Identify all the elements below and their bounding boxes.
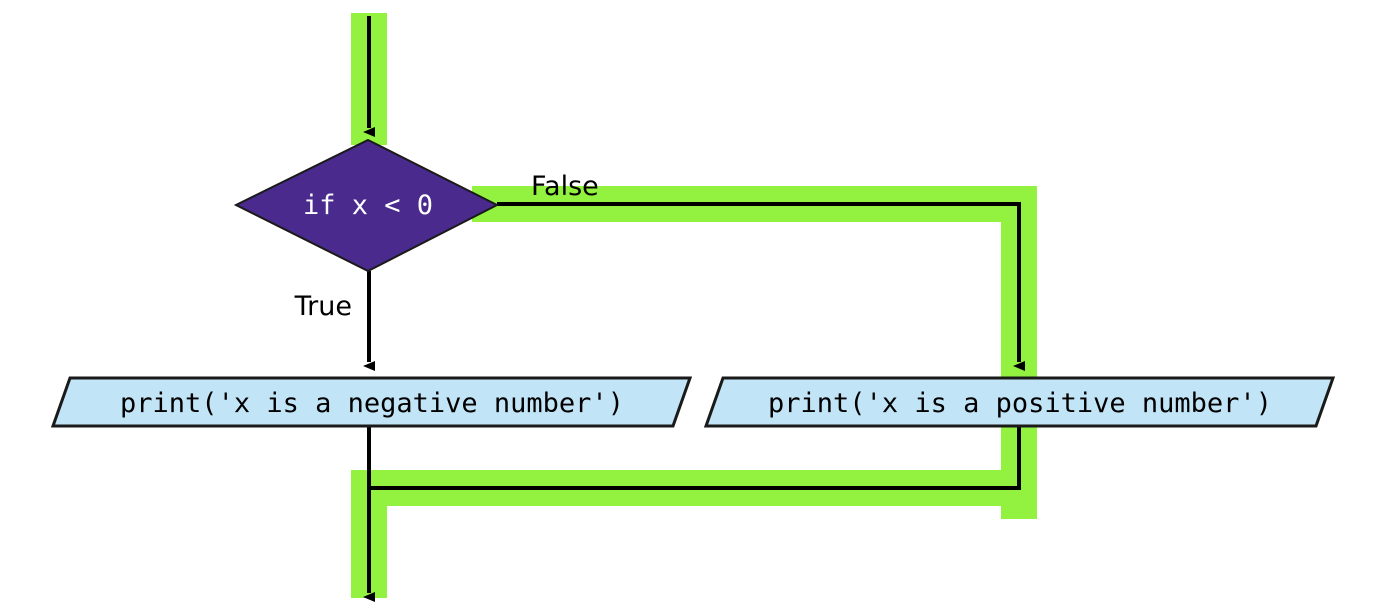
print-positive-label: print('x is a positive number')	[768, 388, 1272, 419]
edge-label-true: True	[294, 291, 352, 322]
edge-false-branch	[497, 202, 1025, 371]
highlight-layer	[351, 13, 1037, 598]
node-decision[interactable]: if x < 0	[233, 138, 500, 273]
print-negative-label: print('x is a negative number')	[120, 388, 624, 419]
edge-label-layer: True False	[294, 171, 599, 322]
edge-merge-right	[369, 426, 1021, 490]
decision-diamond-shape	[233, 138, 500, 273]
print-negative-shape	[50, 376, 693, 428]
node-print-negative[interactable]: print('x is a negative number')	[50, 376, 693, 428]
node-print-positive[interactable]: print('x is a positive number')	[703, 376, 1336, 428]
edge-label-false: False	[531, 171, 599, 202]
edge-layer	[363, 16, 1025, 602]
print-positive-shape	[703, 376, 1336, 428]
node-layer: if x < 0 print('x is a negative number')…	[50, 138, 1336, 428]
decision-label: if x < 0	[303, 190, 433, 221]
